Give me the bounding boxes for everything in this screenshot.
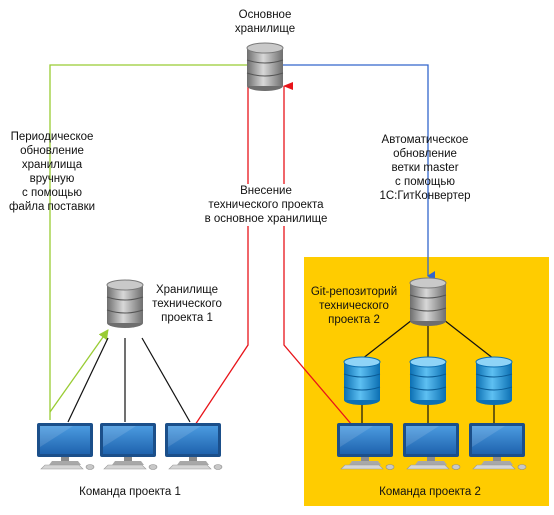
team-1-computer-1-icon bbox=[36, 422, 95, 470]
green-arrow bbox=[49, 329, 109, 413]
blue-arrow bbox=[282, 64, 435, 281]
submit-project-label: Внесение технического проекта в основное… bbox=[182, 184, 350, 226]
connections bbox=[49, 64, 495, 426]
team-1-computer-2-icon bbox=[99, 422, 158, 470]
git-repo-label: Git-репозиторий технического проекта 2 bbox=[310, 286, 398, 326]
tech-storage-1-label: Хранилище технического проекта 1 bbox=[152, 284, 222, 324]
team-2-label: Команда проекта 2 bbox=[379, 486, 481, 498]
main-storage-icon bbox=[246, 42, 284, 92]
tech-storage-1-icon bbox=[106, 279, 144, 329]
periodic-update-label: Периодическое обновление хранилища вручн… bbox=[8, 131, 96, 213]
main-storage-label: Основное хранилище bbox=[234, 9, 296, 35]
team-1-label: Команда проекта 1 bbox=[79, 486, 181, 498]
git-repo-icon bbox=[409, 277, 447, 327]
green-line bbox=[49, 64, 248, 420]
git-clone-3-icon bbox=[475, 356, 513, 406]
git-clone-1-icon bbox=[343, 356, 381, 406]
auto-update-label: Автоматическое обновление ветки master с… bbox=[379, 134, 471, 202]
red-arrow-left bbox=[194, 82, 257, 426]
git-clone-2-icon bbox=[409, 356, 447, 406]
team-1-computer-3-icon bbox=[164, 422, 223, 470]
red-arrow-right bbox=[283, 82, 353, 426]
